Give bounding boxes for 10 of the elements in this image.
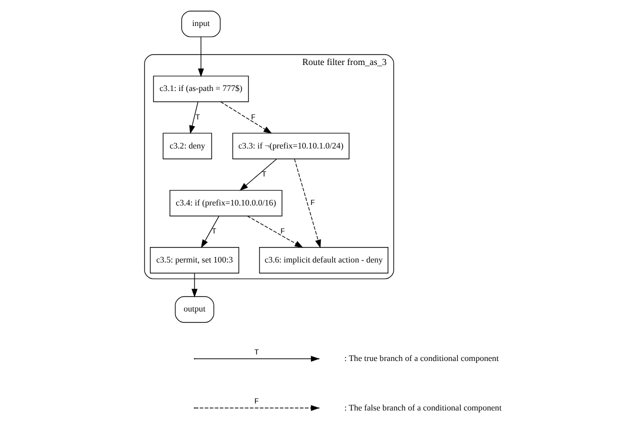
- label: T: [254, 348, 259, 358]
- label: F: [254, 398, 259, 407]
- edge-label: T: [261, 170, 266, 180]
- edge-label: F: [310, 199, 315, 208]
- legend-label: : The true branch of a conditional component: [344, 352, 498, 363]
- edge-label: T: [194, 113, 200, 122]
- edge-label: T: [211, 228, 216, 237]
- edge-label: F: [250, 113, 256, 122]
- legend-label: : The false branch of a conditional component: [344, 402, 502, 412]
- edge-label: F: [280, 228, 285, 237]
